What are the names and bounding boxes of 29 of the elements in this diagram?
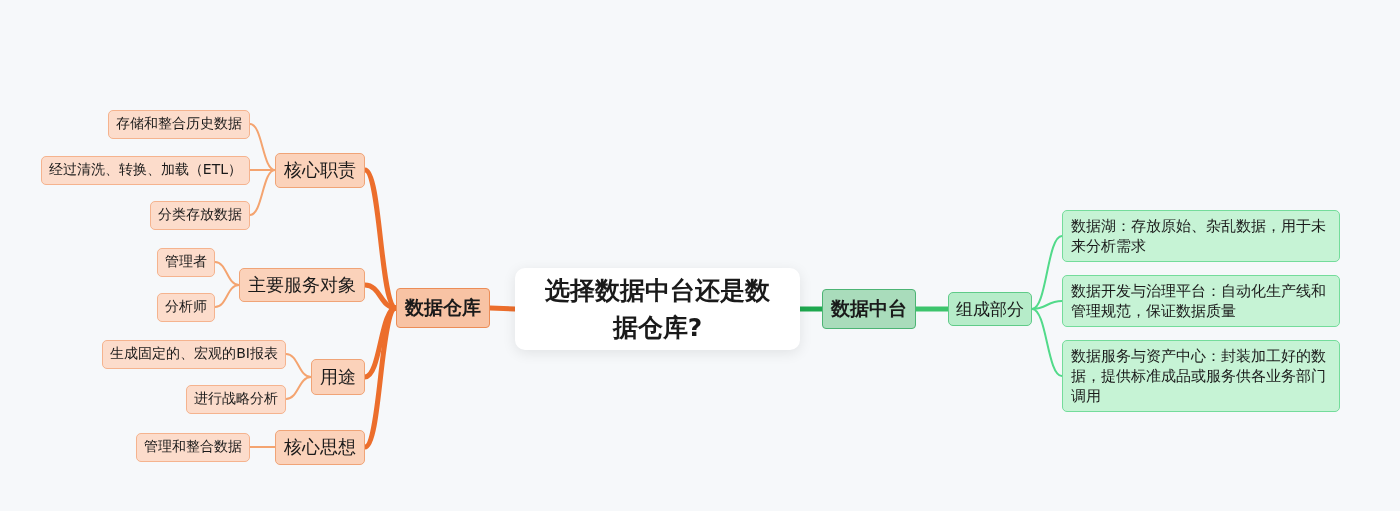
detail-box: 管理和整合数据 xyxy=(136,432,250,462)
detail-box: 数据服务与资产中心：封装加工好的数据，提供标准成品或服务供各业务部门调用 xyxy=(1062,340,1340,412)
connector-line xyxy=(1031,308,1063,377)
subtopic-box: 核心职责 xyxy=(275,152,365,188)
detail-box: 数据湖：存放原始、杂乱数据，用于未来分析需求 xyxy=(1062,210,1340,262)
subtopic-box: 用途 xyxy=(311,359,365,395)
main-topic-box: 数据仓库 xyxy=(396,288,490,328)
connector-line xyxy=(1031,235,1063,310)
detail-box: 生成固定的、宏观的BI报表 xyxy=(102,339,286,369)
detail-box: 分析师 xyxy=(157,292,215,322)
central-topic-box: 选择数据中台还是数据仓库? xyxy=(515,268,800,350)
connector-line xyxy=(285,353,312,378)
connector-line xyxy=(214,284,240,308)
subtopic-box: 核心思想 xyxy=(275,429,365,465)
detail-box: 进行战略分析 xyxy=(186,384,286,414)
detail-box: 管理者 xyxy=(157,247,215,277)
connector-line xyxy=(249,169,276,216)
subtopic-box: 组成部分 xyxy=(948,292,1032,326)
main-topic-box: 数据中台 xyxy=(822,289,916,329)
connector-line xyxy=(285,376,312,400)
detail-box: 分类存放数据 xyxy=(150,200,250,230)
connector-line xyxy=(249,123,276,171)
connector-line xyxy=(214,261,240,286)
connector-line xyxy=(1031,300,1063,310)
detail-box: 经过清洗、转换、加载（ETL） xyxy=(40,155,250,185)
detail-box: 数据开发与治理平台：自动化生产线和管理规范，保证数据质量 xyxy=(1062,275,1340,327)
connector-line xyxy=(249,446,276,448)
detail-box: 存储和整合历史数据 xyxy=(108,109,250,139)
subtopic-box: 主要服务对象 xyxy=(239,268,365,302)
